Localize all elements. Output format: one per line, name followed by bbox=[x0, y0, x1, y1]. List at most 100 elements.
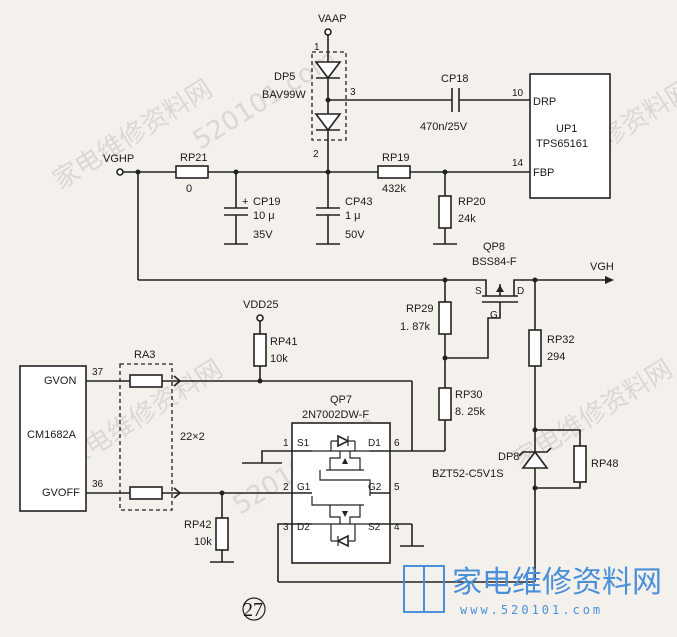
dp5-upper-diode-icon bbox=[314, 61, 342, 80]
rp29-ref: RP29 bbox=[406, 303, 434, 315]
vghp-terminal-icon bbox=[116, 168, 124, 176]
brand-logo: 家电维修资料网 www.520101.com bbox=[403, 565, 662, 617]
qp7-pin1: 1 bbox=[283, 438, 289, 449]
rp32-ref: RP32 bbox=[547, 334, 575, 346]
rp19-value: 432k bbox=[382, 183, 406, 195]
qp7-pin4: 4 bbox=[394, 522, 400, 533]
qp7-pin3: 3 bbox=[283, 522, 289, 533]
rp41-ref: RP41 bbox=[270, 336, 298, 348]
qp8-pin-s: S bbox=[475, 286, 482, 297]
qp7-d2: D2 bbox=[297, 522, 310, 533]
rp42-value: 10k bbox=[194, 536, 212, 548]
cp43-ref: CP43 bbox=[345, 196, 373, 208]
rp21-ref: RP21 bbox=[180, 152, 208, 164]
cm1682a-pin-gvon-num: 37 bbox=[92, 367, 104, 378]
cm1682a-pin-gvoff: GVOFF bbox=[42, 487, 80, 499]
rp20-resistor-group: RP20 24k bbox=[433, 172, 486, 245]
rp42-resistor bbox=[215, 517, 229, 551]
rp48-resistor bbox=[573, 445, 587, 483]
up1-part: TPS65161 bbox=[536, 138, 588, 150]
qp8-part: BSS84-F bbox=[472, 256, 517, 268]
ra3-ref: RA3 bbox=[134, 349, 155, 361]
dp5-lower-diode-icon bbox=[314, 113, 342, 132]
dp5-package bbox=[311, 51, 347, 141]
rp21-value: 0 bbox=[186, 183, 192, 195]
ra3-value: 22×2 bbox=[180, 431, 205, 443]
qp7-g1: G1 bbox=[297, 482, 311, 493]
rp41-value: 10k bbox=[270, 353, 288, 365]
qp8-pin-d: D bbox=[517, 286, 524, 297]
rp30-ref: RP30 bbox=[455, 389, 483, 401]
qp7-pin5: 5 bbox=[394, 482, 400, 493]
qp7-s2: S2 bbox=[368, 522, 381, 533]
dp5-pin1: 1 bbox=[314, 42, 320, 53]
qp7-pin2: 2 bbox=[283, 482, 289, 493]
cm1682a-ref: CM1682A bbox=[27, 429, 77, 441]
ra3-resistor-a bbox=[129, 374, 163, 388]
cp19-value: 10 μ bbox=[253, 210, 275, 222]
rp20-ref: RP20 bbox=[458, 196, 486, 208]
ra3-resistor-b bbox=[129, 486, 163, 500]
rp41-resistor bbox=[253, 333, 267, 367]
rp29-value: 1. 87k bbox=[400, 321, 430, 333]
qp7-d1: D1 bbox=[368, 438, 381, 449]
rp30-resistor bbox=[438, 387, 452, 421]
qp8-gate-path bbox=[445, 312, 501, 359]
rp21-resistor bbox=[175, 165, 209, 179]
rp32-dp8-branch: RP32 294 DP8 BZT52-C5V1S RP48 bbox=[278, 280, 619, 583]
rp42-group: RP42 10k bbox=[184, 490, 234, 563]
cp19-voltage: 35V bbox=[253, 229, 273, 241]
rp29-rp30-divider: RP29 1. 87k RP30 8. 25k bbox=[400, 280, 485, 452]
rp20-resistor bbox=[438, 195, 452, 229]
rp32-value: 294 bbox=[547, 351, 565, 363]
cp19-ref: CP19 bbox=[253, 196, 281, 208]
rp32-resistor bbox=[528, 329, 542, 367]
dp5-ref: DP5 bbox=[274, 71, 295, 83]
up1-ref: UP1 bbox=[556, 123, 577, 135]
qp8-arrow-icon bbox=[496, 285, 504, 292]
cp43-voltage: 50V bbox=[345, 229, 365, 241]
brand-url: www.520101.com bbox=[460, 603, 603, 617]
vghp-label: VGHP bbox=[103, 153, 134, 165]
cm1682a-chip: GVON CM1682A GVOFF 37 36 bbox=[19, 365, 130, 512]
qp7-part: 2N7002DW-F bbox=[302, 409, 369, 421]
qp7-ref: QP7 bbox=[330, 394, 352, 406]
cp18-value: 470n/25V bbox=[420, 121, 468, 133]
figure-number: 27 bbox=[242, 597, 266, 621]
rp19-ref: RP19 bbox=[382, 152, 410, 164]
vdd25-terminal-icon bbox=[256, 314, 264, 322]
cp19-capacitor: + CP19 10 μ 35V bbox=[224, 172, 281, 245]
vgh-arrow-icon bbox=[605, 276, 614, 284]
cm1682a-pin-gvon: GVON bbox=[44, 375, 76, 387]
ra3-arrow-a-icon bbox=[173, 375, 182, 387]
rp19-resistor bbox=[377, 165, 411, 179]
brand-cn: 家电维修资料网 bbox=[452, 565, 662, 600]
cp43-value: 1 μ bbox=[345, 210, 361, 222]
qp8-pin-g: G bbox=[490, 310, 498, 321]
vgh-label: VGH bbox=[590, 261, 614, 273]
cp18-capacitor: CP18 470n/25V bbox=[328, 73, 530, 133]
cm1682a-body bbox=[19, 365, 87, 512]
vaap-label: VAAP bbox=[318, 13, 347, 25]
qp8-transistor: QP8 BSS84-F S D G VGH bbox=[472, 241, 614, 321]
dp5-pin2: 2 bbox=[313, 149, 319, 160]
qp7-g2: G2 bbox=[368, 482, 382, 493]
vaap-terminal-icon bbox=[324, 28, 332, 36]
cp18-ref: CP18 bbox=[441, 73, 469, 85]
up1-chip: 10 DRP UP1 TPS65161 14 FBP bbox=[512, 73, 611, 199]
qp8-ref: QP8 bbox=[483, 241, 505, 253]
cp43-capacitor: CP43 1 μ 50V bbox=[316, 172, 373, 245]
up1-pin-drp: DRP bbox=[533, 96, 556, 108]
qp7-pin6: 6 bbox=[394, 438, 400, 449]
cm1682a-pin-gvoff-num: 36 bbox=[92, 479, 104, 490]
up1-pin-drp-num: 10 bbox=[512, 88, 524, 99]
ra3-arrow-b-icon bbox=[173, 487, 182, 499]
dp8-part: BZT52-C5V1S bbox=[432, 468, 504, 480]
up1-body bbox=[529, 73, 611, 199]
dp8-zener-icon bbox=[521, 450, 549, 469]
vdd25-rp41: VDD25 RP41 10k bbox=[243, 299, 298, 384]
dp5-part: BAV99W bbox=[262, 89, 306, 101]
dp5-pin3: 3 bbox=[350, 87, 356, 98]
qp7-s1: S1 bbox=[297, 438, 310, 449]
